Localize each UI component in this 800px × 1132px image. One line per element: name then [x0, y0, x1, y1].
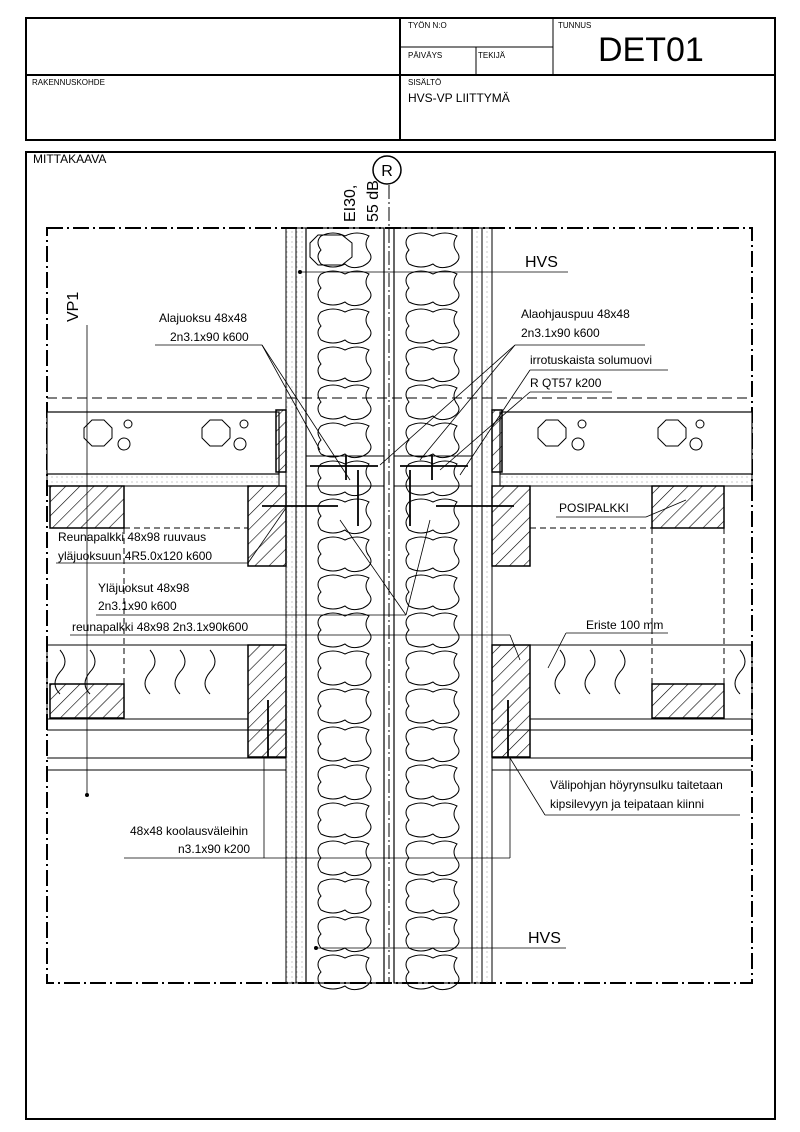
- insulation-bubble: [405, 232, 460, 269]
- insulation-bubble: [317, 726, 372, 763]
- fire-rating-line1: EI30,: [342, 185, 359, 222]
- insulation-bubble: [317, 574, 372, 611]
- drawing-frame: [25, 151, 776, 1120]
- insulation-bubble: [317, 270, 372, 307]
- separating-wall: [285, 227, 493, 984]
- note-eriste: Eriste 100 mm: [586, 618, 663, 632]
- note-irrotuskaista: irrotuskaista solumuovi: [530, 353, 652, 367]
- insulation-bubble: [405, 270, 460, 307]
- insulation-bubble: [317, 460, 372, 497]
- label-tunnus: TUNNUS: [558, 21, 591, 30]
- label-tekija: TEKIJÄ: [478, 51, 506, 60]
- note-alajuoksu-2: 2n3.1x90 k600: [170, 330, 249, 344]
- wall-insulation: [309, 234, 353, 266]
- insulation-bubble: [317, 916, 372, 953]
- note-posipalkki: POSIPALKKI: [559, 501, 629, 515]
- note-alaohjauspuu-2: 2n3.1x90 k600: [521, 326, 600, 340]
- insulation-bubble: [405, 612, 460, 649]
- insulation-bubble: [405, 460, 460, 497]
- insulation-bubble: [405, 308, 460, 345]
- note-koolaus-1: 48x48 koolausväleihin: [130, 824, 248, 838]
- floor-type-label: VP1: [65, 292, 82, 322]
- note-alaohjauspuu-1: Alaohjauspuu 48x48: [521, 307, 630, 321]
- insulation-bubble: [317, 612, 372, 649]
- insulation-bubble: [317, 498, 372, 535]
- label-paivays: PÄIVÄYS: [408, 51, 442, 60]
- insulation-bubble: [317, 384, 372, 421]
- scale-label: MITTAKAAVA: [33, 152, 106, 166]
- floor-insulation: [46, 527, 753, 771]
- insulation-bubble: [317, 232, 372, 269]
- insulation-bubble: [317, 878, 372, 915]
- note-reunapalkki-naulaus: reunapalkki 48x98 2n3.1x90k600: [72, 620, 248, 634]
- insulation-bubble: [405, 840, 460, 877]
- insulation-bubble: [405, 384, 460, 421]
- title-block: [25, 17, 776, 141]
- insulation-bubble: [317, 688, 372, 725]
- insulation-bubble: [405, 726, 460, 763]
- insulation-bubble: [405, 916, 460, 953]
- section-marker-label: R: [381, 163, 393, 180]
- note-ylajuoksut-1: Yläjuoksut 48x98: [98, 581, 190, 595]
- note-reunapalkki-ruuvaus-2: yläjuoksuun 4R5.0x120 k600: [58, 549, 212, 563]
- note-valipohja-1: Välipohjan höyrynsulku taitetaan: [550, 778, 723, 792]
- insulation-bubble: [317, 346, 372, 383]
- note-ylajuoksut-2: 2n3.1x90 k600: [98, 599, 177, 613]
- floor-slab-right: [499, 411, 753, 487]
- insulation-bubble: [405, 954, 460, 991]
- note-reunapalkki-ruuvaus-1: Reunapalkki 48x98 ruuvaus: [58, 530, 206, 544]
- insulation-bubble: [405, 536, 460, 573]
- insulation-bubble: [317, 954, 372, 991]
- insulation-bubble: [405, 574, 460, 611]
- insulation-bubble: [405, 764, 460, 801]
- insulation-bubble: [317, 536, 372, 573]
- label-rakennuskohde: RAKENNUSKOHDE: [32, 78, 105, 87]
- insulation-bubble: [317, 840, 372, 877]
- insulation-bubble: [405, 650, 460, 687]
- wall-type-label-bottom: HVS: [528, 930, 561, 947]
- floor-slab-left: [46, 411, 280, 487]
- leader-lines: [56, 271, 740, 949]
- note-alajuoksu-1: Alajuoksu 48x48: [159, 311, 247, 325]
- insulation-bubble: [317, 650, 372, 687]
- section-marker: [372, 155, 402, 185]
- fire-rating-line2: 55 dB: [365, 180, 382, 222]
- insulation-bubble: [405, 688, 460, 725]
- insulation-bubble: [317, 802, 372, 839]
- insulation-bubble: [317, 422, 372, 459]
- insulation-bubble: [317, 308, 372, 345]
- label-tyon-no: TYÖN N:O: [408, 21, 447, 30]
- insulation-bubble: [317, 764, 372, 801]
- note-koolaus-2: n3.1x90 k200: [178, 842, 250, 856]
- note-valipohja-2: kipsilevyyn ja teipataan kiinni: [550, 797, 704, 811]
- insulation-bubble: [405, 422, 460, 459]
- insulation-bubble: [405, 346, 460, 383]
- drawing-id: DET01: [598, 31, 704, 69]
- label-sisalto: SISÄLTÖ: [408, 78, 441, 87]
- insulation-bubble: [405, 878, 460, 915]
- fasteners: [262, 455, 514, 758]
- insulation-bubble: [405, 802, 460, 839]
- insulation-bubble: [405, 498, 460, 535]
- note-r-qt57: R QT57 k200: [530, 376, 602, 390]
- drawing-content-title: HVS-VP LIITTYMÄ: [408, 91, 510, 105]
- wall-type-label-top: HVS: [525, 254, 558, 271]
